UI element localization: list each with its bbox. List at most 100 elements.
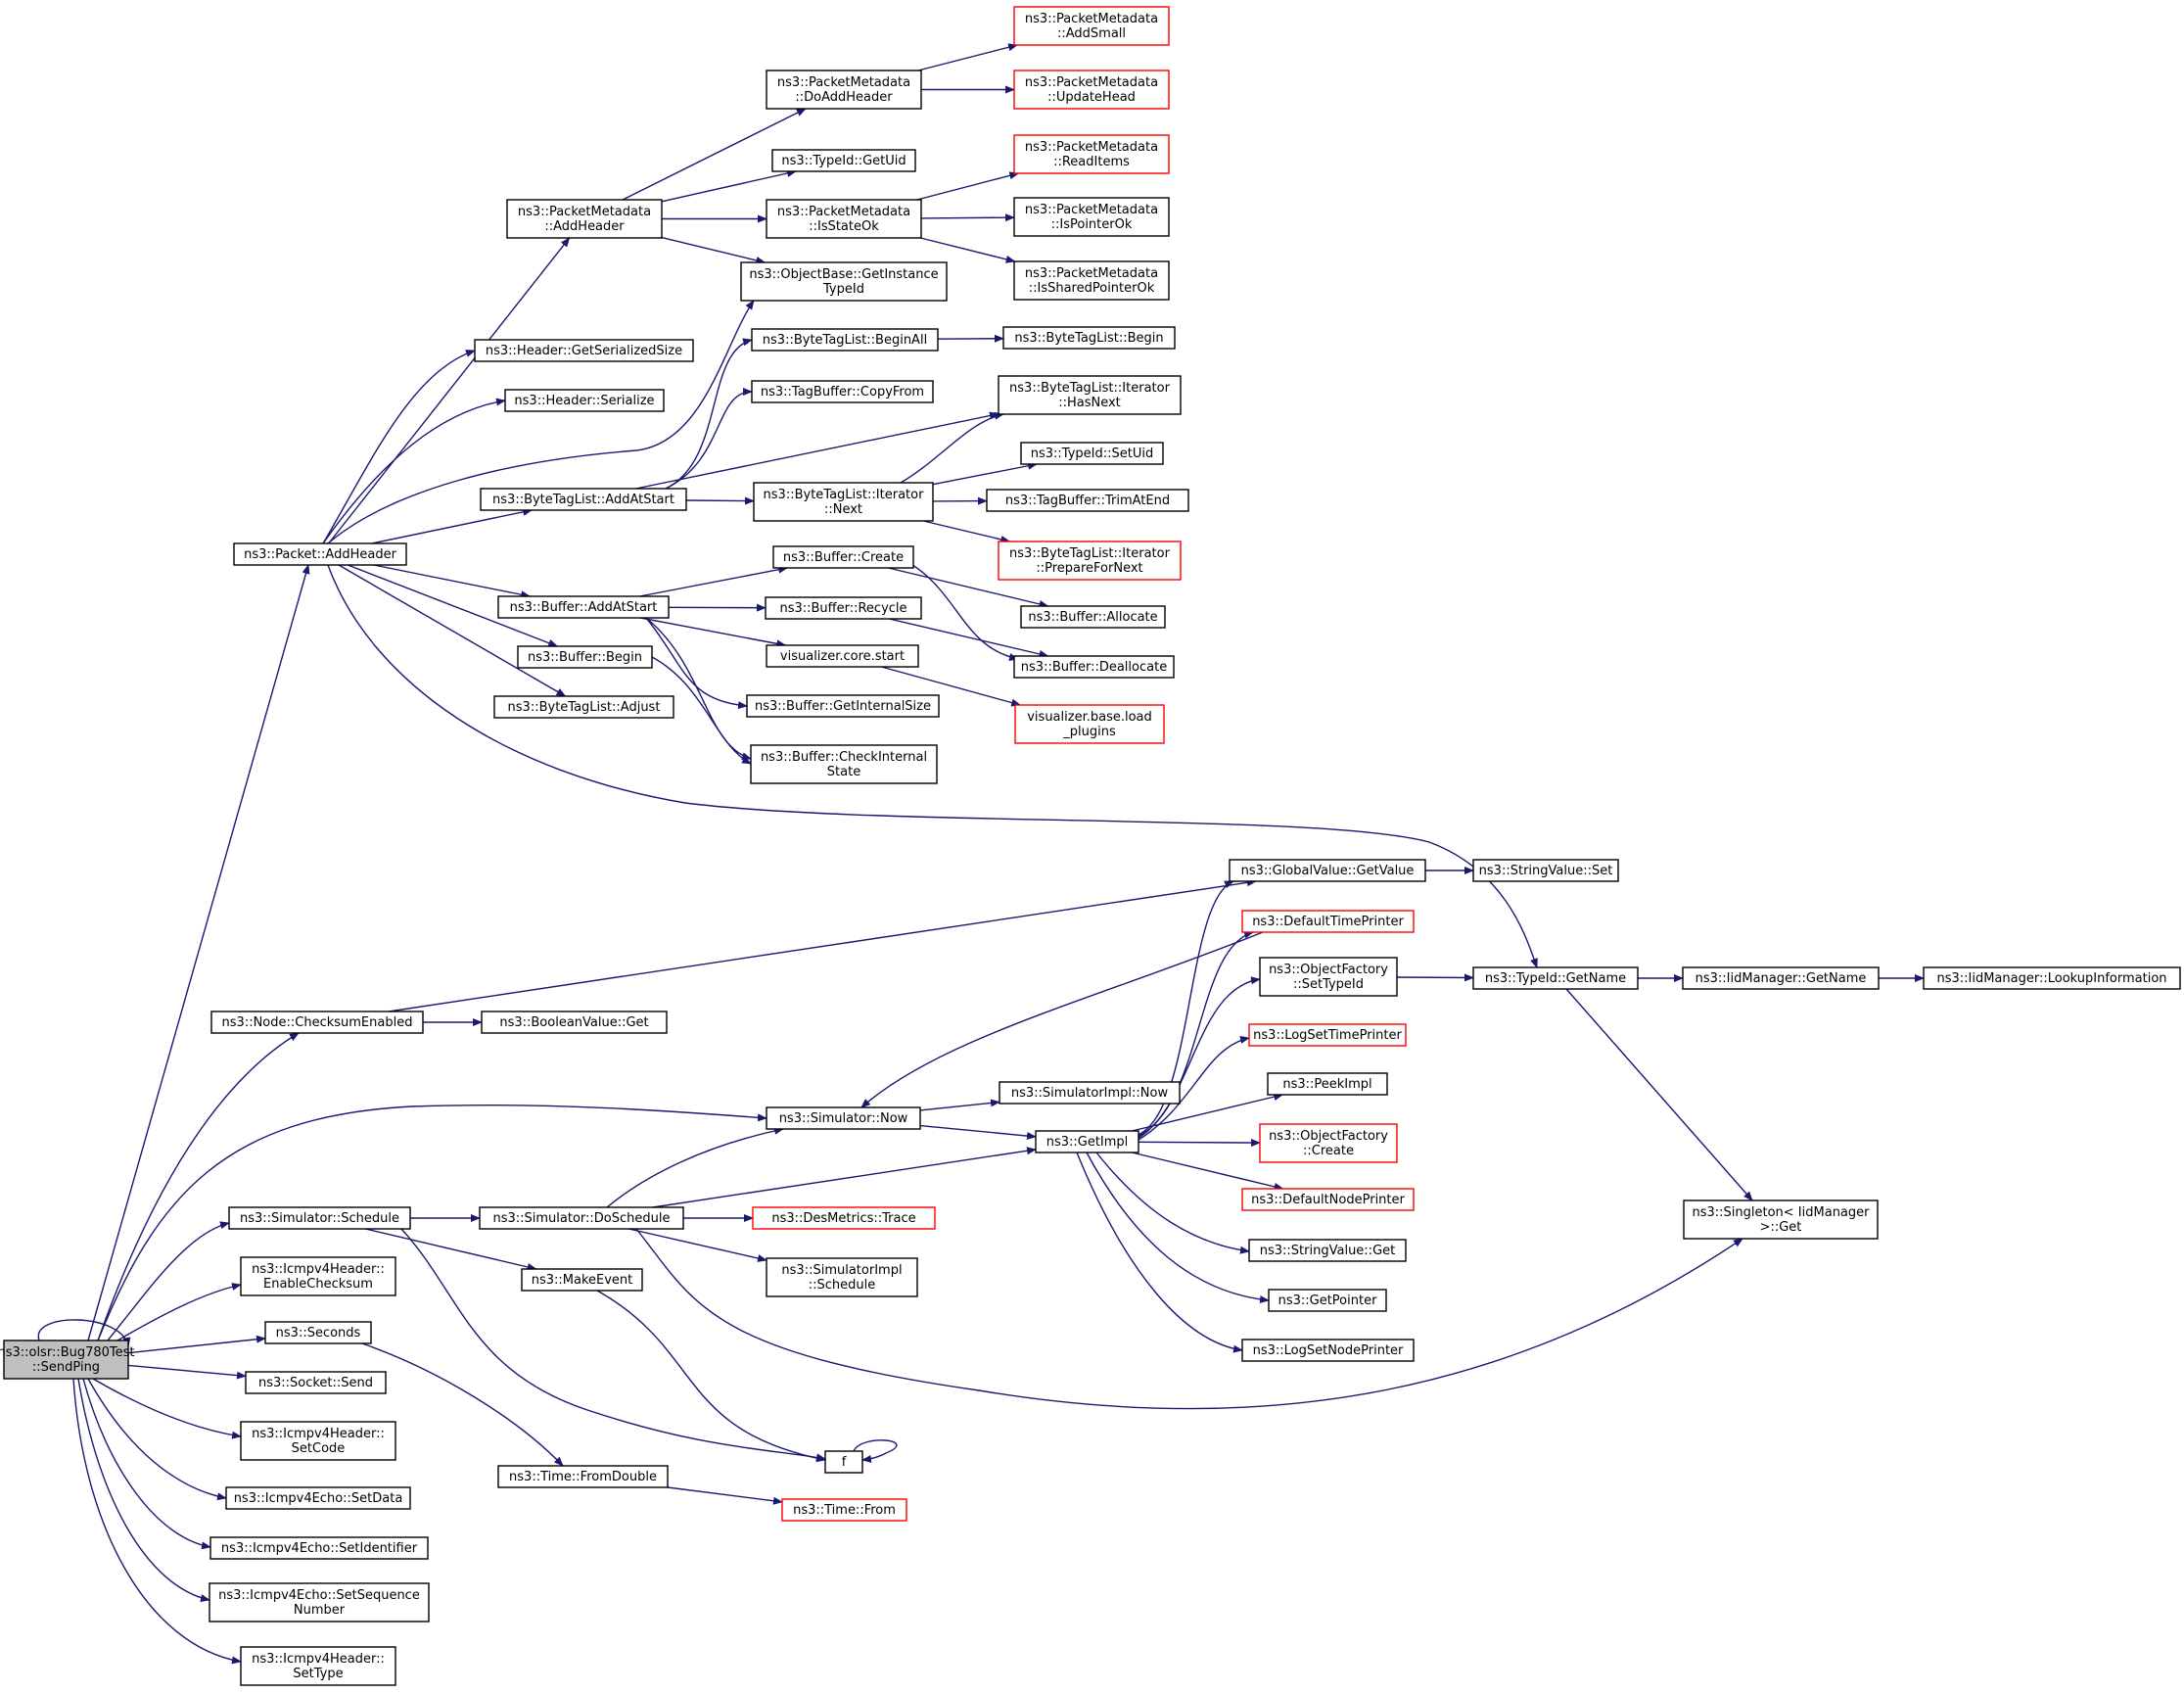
function-node-time-fromdouble[interactable]: ns3::Time::FromDouble [497,1465,669,1488]
function-node-btl-it-hasnext[interactable]: ns3::ByteTagList::Iterator::HasNext [998,375,1182,415]
node-box [998,541,1182,581]
function-node-singleton-get[interactable]: ns3::Singleton< IidManager>::Get [1683,1199,1879,1240]
function-node-pkt-addheader[interactable]: ns3::Packet::AddHeader [233,542,407,566]
function-node-defaultnodeprinter[interactable]: ns3::DefaultNodePrinter [1241,1188,1415,1211]
function-node-getpointer[interactable]: ns3::GetPointer [1268,1289,1387,1312]
function-node-socket-send[interactable]: ns3::Socket::Send [245,1371,387,1394]
node-label: ns3::ObjectFactory [1269,1129,1388,1144]
node-label: ::Next [824,502,862,517]
node-label: ns3::DefaultTimePrinter [1252,915,1404,929]
node-label: ns3::PacketMetadata [777,205,910,219]
function-node-logsettimeprinter[interactable]: ns3::LogSetTimePrinter [1248,1023,1407,1047]
function-node-sv-get[interactable]: ns3::StringValue::Get [1248,1239,1407,1262]
function-node-pm-doaddheader[interactable]: ns3::PacketMetadata::DoAddHeader [766,70,922,110]
function-node-typeid-setuid[interactable]: ns3::TypeId::SetUid [1020,442,1164,465]
node-box [497,1465,669,1488]
call-edge [37,1319,131,1347]
function-node-defaulttimeprinter[interactable]: ns3::DefaultTimePrinter [1241,910,1415,933]
node-label: ns3::Buffer::Begin [528,650,642,665]
function-node-pm-isstateok[interactable]: ns3::PacketMetadata::IsStateOk [766,199,922,239]
call-edge [685,496,755,505]
function-node-hdr-getserializedsize[interactable]: ns3::Header::GetSerializedSize [474,339,694,362]
function-node-pm-issharedpointerok[interactable]: ns3::PacketMetadata::IsSharedPointerOk [1013,260,1170,301]
function-node-getimpl[interactable]: ns3::GetImpl [1035,1130,1139,1153]
function-node-icmpecho-setdata[interactable]: ns3::Icmpv4Echo::SetData [225,1486,411,1510]
function-node-buf-begin[interactable]: ns3::Buffer::Begin [517,645,653,669]
function-node-bv-get[interactable]: ns3::BooleanValue::Get [481,1011,668,1034]
function-node-buf-getinternalsize[interactable]: ns3::Buffer::GetInternalSize [746,694,940,718]
function-node-sim-now[interactable]: ns3::Simulator::Now [766,1106,921,1130]
function-node-tb-trimatend[interactable]: ns3::TagBuffer::TrimAtEnd [986,489,1189,512]
function-node-sv-set[interactable]: ns3::StringValue::Set [1472,859,1619,882]
function-node-btl-adjust[interactable]: ns3::ByteTagList::Adjust [493,695,674,719]
node-label: ns3::IidManager::GetName [1696,971,1867,986]
function-node-viz-base-loadplugins[interactable]: visualizer.base.load_plugins [1014,704,1165,744]
function-node-pm-ispointerok[interactable]: ns3::PacketMetadata::IsPointerOk [1013,197,1170,237]
function-node-sim-doschedule[interactable]: ns3::Simulator::DoSchedule [479,1206,684,1230]
function-node-icmp-enablechecksum[interactable]: ns3::Icmpv4Header::EnableChecksum [240,1256,396,1296]
function-node-of-create[interactable]: ns3::ObjectFactory::Create [1259,1123,1398,1163]
function-node-seconds[interactable]: ns3::Seconds [264,1321,372,1344]
function-node-iidm-lookupinformation[interactable]: ns3::IidManager::LookupInformation [1923,966,2181,990]
function-node-buf-create[interactable]: ns3::Buffer::Create [772,545,914,569]
function-node-pm-addsmall[interactable]: ns3::PacketMetadata::AddSmall [1013,6,1170,46]
function-node-makeevent[interactable]: ns3::MakeEvent [521,1268,643,1292]
function-node-time-from[interactable]: ns3::Time::From [781,1498,907,1522]
node-label: ns3::PeekImpl [1282,1077,1371,1092]
function-node-sendping[interactable]: ns3::olsr::Bug780Test::SendPing [0,1340,135,1380]
function-node-gv-getvalue[interactable]: ns3::GlobalValue::GetValue [1229,859,1426,882]
function-node-pm-updatehead[interactable]: ns3::PacketMetadata::UpdateHead [1013,70,1170,110]
function-node-btl-it-preparefornext[interactable]: ns3::ByteTagList::Iterator::PrepareForNe… [998,541,1182,581]
call-edge [1396,973,1474,982]
call-edge [937,334,1004,343]
function-node-f[interactable]: f [824,1450,863,1474]
function-node-buf-recycle[interactable]: ns3::Buffer::Recycle [765,596,922,620]
call-edge [400,1228,826,1462]
function-node-buf-addatstart[interactable]: ns3::Buffer::AddAtStart [497,595,670,619]
function-node-hdr-serialize[interactable]: ns3::Header::Serialize [504,389,665,412]
node-box [1229,859,1426,882]
function-node-viz-core-start[interactable]: visualizer.core.start [766,644,919,668]
node-label: ns3::Buffer::AddAtStart [510,600,658,615]
node-box [233,542,407,566]
function-node-desmetrics-trace[interactable]: ns3::DesMetrics::Trace [752,1206,936,1230]
function-node-sim-schedule[interactable]: ns3::Simulator::Schedule [228,1206,411,1230]
call-edge [596,1290,826,1463]
node-box [1020,605,1166,629]
function-node-of-settypeid[interactable]: ns3::ObjectFactory::SetTypeId [1259,957,1398,997]
function-node-iidm-getname[interactable]: ns3::IidManager::GetName [1682,966,1880,990]
node-box [986,489,1189,512]
function-node-pm-readitems[interactable]: ns3::PacketMetadata::ReadItems [1013,134,1170,174]
function-node-btl-beginall[interactable]: ns3::ByteTagList::BeginAll [751,328,939,352]
call-edge [635,1228,1743,1410]
call-edge [361,1342,564,1467]
call-edge [1132,1152,1284,1191]
function-node-buf-allocate[interactable]: ns3::Buffer::Allocate [1020,605,1166,629]
function-node-icmpecho-setidentifier[interactable]: ns3::Icmpv4Echo::SetIdentifier [209,1536,429,1560]
call-edge [665,388,753,490]
function-node-typeid-getname[interactable]: ns3::TypeId::GetName [1472,966,1639,990]
function-node-peekimpl[interactable]: ns3::PeekImpl [1267,1072,1388,1096]
function-node-btl-begin[interactable]: ns3::ByteTagList::Begin [1002,326,1176,350]
function-node-btl-addatstart[interactable]: ns3::ByteTagList::AddAtStart [480,488,687,511]
function-node-node-checksumenabled[interactable]: ns3::Node::ChecksumEnabled [210,1011,424,1034]
function-node-typeid-getuid[interactable]: ns3::TypeId::GetUid [771,149,916,172]
function-node-logsetnodeprinter[interactable]: ns3::LogSetNodePrinter [1241,1339,1415,1362]
node-box [752,1206,936,1230]
function-node-si-now[interactable]: ns3::SimulatorImpl::Now [999,1081,1181,1105]
function-node-buf-deallocate[interactable]: ns3::Buffer::Deallocate [1013,655,1175,679]
function-node-si-schedule[interactable]: ns3::SimulatorImpl::Schedule [766,1257,918,1297]
function-node-icmp-settype[interactable]: ns3::Icmpv4Header::SetType [240,1646,396,1686]
call-edge [1076,1152,1243,1353]
node-box [240,1421,396,1461]
node-label: ns3::Buffer::Create [783,550,904,565]
function-node-icmp-setcode[interactable]: ns3::Icmpv4Header::SetCode [240,1421,396,1461]
function-node-btl-it-next[interactable]: ns3::ByteTagList::Iterator::Next [753,482,934,522]
call-edge [97,1104,767,1341]
node-box [1013,197,1170,237]
function-node-pm-addheader[interactable]: ns3::PacketMetadata::AddHeader [506,199,663,239]
function-node-tb-copyfrom[interactable]: ns3::TagBuffer::CopyFrom [751,380,934,403]
